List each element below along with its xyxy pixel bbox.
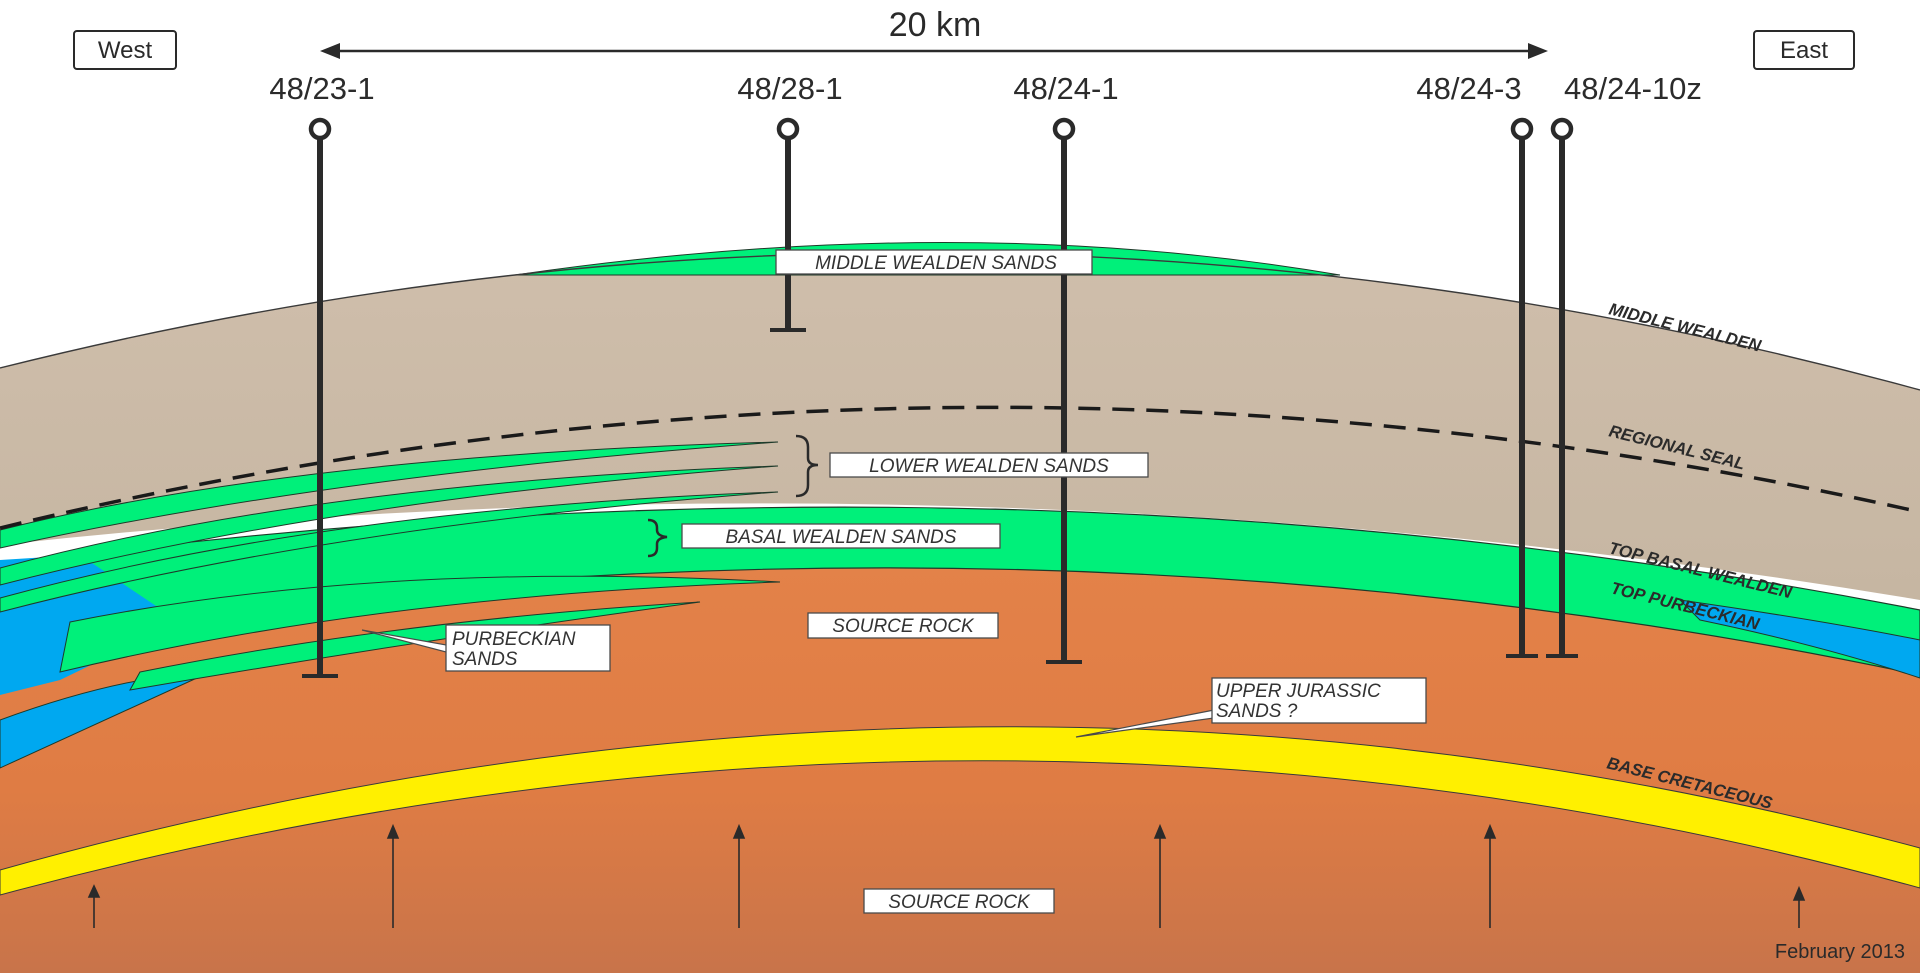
- charge-arrow: [87, 884, 101, 928]
- well-48-24-10z: 48/24-10z: [1546, 71, 1702, 658]
- scale-bar: 20 km: [320, 6, 1548, 59]
- well-name: 48/24-10z: [1564, 71, 1702, 106]
- upper-jurassic-line1: UPPER JURASSIC: [1216, 681, 1381, 702]
- basal-wealden-sands-text: BASAL WEALDEN SANDS: [726, 527, 957, 548]
- well-48-24-1: 48/24-1: [1013, 71, 1119, 664]
- upper-jurassic-sands-band: [0, 726, 1920, 896]
- east-label: East: [1753, 30, 1855, 70]
- west-label: West: [73, 30, 177, 70]
- source-rock-upper-text: SOURCE ROCK: [832, 616, 975, 637]
- well-name: 48/28-1: [737, 71, 842, 106]
- purbeckian-sands-line2: SANDS: [452, 649, 518, 670]
- charge-arrow: [732, 823, 746, 928]
- well-48-28-1: 48/28-1: [737, 71, 843, 332]
- wealden-shale-layer: [0, 252, 1920, 600]
- label-basal-wealden-sands: BASAL WEALDEN SANDS: [647, 518, 1001, 558]
- purbeckian-blue-east: [1678, 599, 1920, 679]
- basal-wealden-sands: [0, 506, 1920, 676]
- label-middle-wealden-sands: MIDDLE WEALDEN SANDS: [775, 249, 1093, 275]
- source-rock-lower-text: SOURCE ROCK: [888, 892, 1031, 913]
- scale-bar-label: 20 km: [889, 6, 982, 44]
- label-source-rock-lower: SOURCE ROCK: [863, 888, 1055, 914]
- charge-arrow: [1792, 885, 1806, 928]
- west-text: West: [98, 37, 153, 64]
- upper-jurassic-line2: SANDS ?: [1216, 701, 1298, 722]
- lower-wealden-sand-1: [0, 441, 779, 549]
- charge-arrow: [1153, 823, 1167, 928]
- lower-wealden-sands-text: LOWER WEALDEN SANDS: [869, 456, 1109, 477]
- charge-arrows: [87, 823, 1806, 928]
- charge-arrow: [1483, 823, 1497, 928]
- lower-wealden-sand-3: [0, 491, 779, 613]
- lower-wealden-sand-2: [0, 465, 779, 586]
- well-name: 48/23-1: [269, 71, 374, 106]
- purbeckian-sand-1: [59, 575, 781, 673]
- purbeckian-sands-line1: PURBECKIAN: [452, 629, 576, 650]
- label-lower-wealden-sands: LOWER WEALDEN SANDS: [795, 434, 1149, 498]
- date-label: February 2013: [1775, 941, 1905, 963]
- middle-wealden-sands-text: MIDDLE WEALDEN SANDS: [815, 253, 1057, 274]
- regional-seal-horizon: [0, 405, 1920, 530]
- east-text: East: [1780, 37, 1828, 64]
- well-name: 48/24-1: [1013, 71, 1118, 106]
- label-purbeckian-sands: PURBECKIAN SANDS: [361, 624, 611, 672]
- charge-arrow: [386, 823, 400, 928]
- well-name: 48/24-3: [1416, 71, 1521, 106]
- label-source-rock-upper: SOURCE ROCK: [807, 612, 999, 639]
- label-upper-jurassic-sands: UPPER JURASSIC SANDS ?: [1075, 677, 1427, 738]
- well-48-23-1: 48/23-1: [269, 71, 375, 678]
- well-48-24-3: 48/24-3: [1416, 71, 1538, 658]
